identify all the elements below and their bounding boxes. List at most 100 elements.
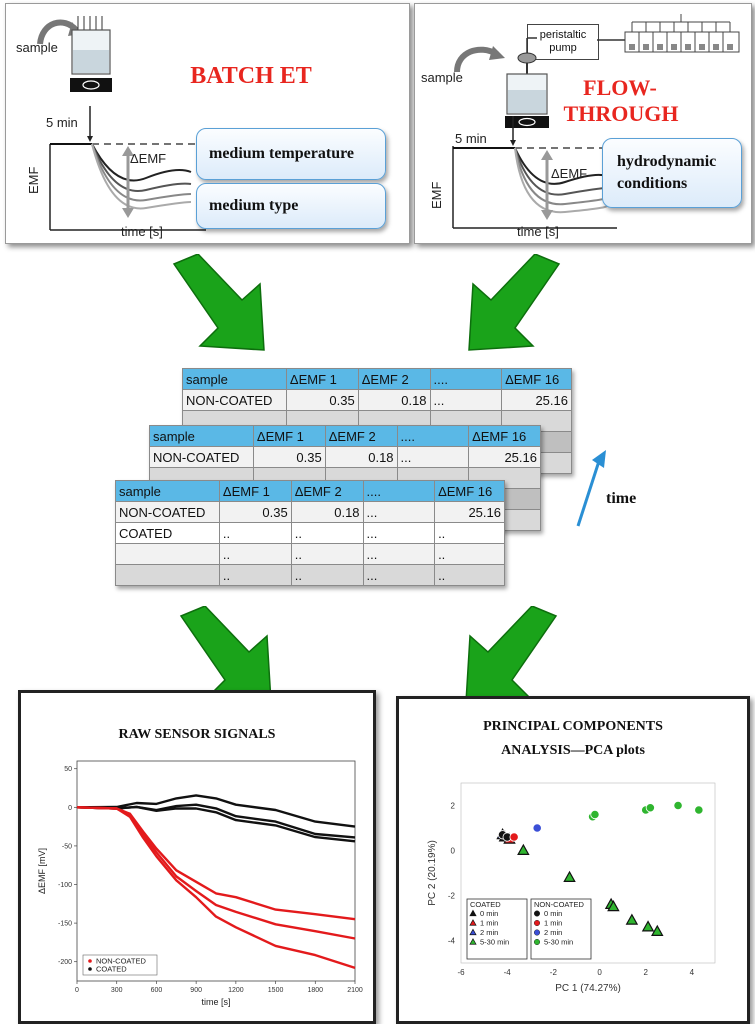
pca-point-coated <box>607 900 620 912</box>
legend-label: 1 min <box>480 919 498 928</box>
x-tick-label: 1200 <box>228 987 244 994</box>
x-tick-label: 4 <box>690 968 695 977</box>
x-tick-label: 1800 <box>307 987 323 994</box>
arrow-table-to-pca-icon <box>465 606 558 703</box>
signal-line-coated <box>76 805 356 843</box>
table-cell: 25.16 <box>434 501 505 523</box>
table-cell: ... <box>362 501 436 523</box>
pca-point-noncoated <box>645 803 655 813</box>
x-tick-label: -2 <box>550 968 558 977</box>
table-cell: .. <box>290 522 364 544</box>
factor-medium-temperature: medium temperature <box>196 128 386 180</box>
legend-label: NON-COATED <box>96 957 146 966</box>
table-header-emf16: ΔEMF 16 <box>468 425 541 447</box>
table-cell: .. <box>434 564 505 586</box>
y-tick-label: 0 <box>68 805 72 812</box>
y-tick-label: -100 <box>58 882 72 889</box>
legend-marker <box>533 910 541 917</box>
y-tick-label: -200 <box>58 959 72 966</box>
legend-label: 5-30 min <box>544 938 573 947</box>
table-cell: .. <box>218 564 292 586</box>
table-cell: 0.35 <box>285 389 359 411</box>
signal-line-non-coated <box>76 806 356 940</box>
plot-frame <box>76 760 356 982</box>
legend-label: 5-30 min <box>480 938 509 947</box>
table-cell: .. <box>218 522 292 544</box>
y-tick-label: -50 <box>62 843 72 850</box>
pca-point-noncoated <box>509 832 519 842</box>
table-cell: 0.18 <box>290 501 364 523</box>
table-cell: .. <box>434 543 505 565</box>
flow-title-line2: THROUGH <box>563 101 679 126</box>
legend-box-non-coated <box>530 898 592 960</box>
legend-title: NON-COATED <box>534 900 584 909</box>
legend-label: 0 min <box>480 909 498 918</box>
pca-title-line2: ANALYSIS—PCA plots <box>501 743 645 758</box>
legend-marker <box>533 929 541 936</box>
table-header-emf16: ΔEMF 16 <box>501 368 572 390</box>
table-header-emf1: ΔEMF 1 <box>252 425 326 447</box>
time-label: time <box>606 490 637 507</box>
legend-box <box>82 954 158 976</box>
flow-sample-label: sample <box>421 70 463 85</box>
batch-time-marker: 5 min <box>46 115 78 130</box>
table-header-sample: sample <box>149 425 254 447</box>
arrow-table-to-signals-icon <box>179 606 272 703</box>
arrow-flow-to-table-icon <box>468 254 561 351</box>
pump-label: peristaltic pump <box>539 29 587 54</box>
table-header-emf2: ΔEMF 2 <box>290 480 364 502</box>
pca-point-noncoated <box>532 823 542 833</box>
legend-title: COATED <box>470 900 501 909</box>
table-header-dots: .... <box>396 425 470 447</box>
legend-label: 2 min <box>544 928 562 937</box>
x-tick-label: -6 <box>457 968 465 977</box>
table-header-emf1: ΔEMF 1 <box>285 368 359 390</box>
batch-et-title: BATCH ET <box>190 63 312 89</box>
x-tick-label: 1500 <box>268 987 284 994</box>
table-header-emf1: ΔEMF 1 <box>218 480 292 502</box>
flow-emf-plot <box>452 116 627 229</box>
x-axis-label: time [s] <box>201 997 230 1007</box>
x-tick-label: 600 <box>151 987 163 994</box>
flow-x-label: time [s] <box>517 224 559 239</box>
flow-time-marker: 5 min <box>455 131 487 146</box>
pca-title-line1: PRINCIPAL COMPONENTS <box>483 719 663 734</box>
table-header-sample: sample <box>182 368 287 390</box>
table-cell: NON-COATED <box>115 501 220 523</box>
flow-delta-label: ΔEMF <box>551 166 588 181</box>
time-arrow-icon <box>576 450 606 527</box>
table-cell: .. <box>290 543 364 565</box>
pca-point-coated <box>641 920 655 932</box>
legend-marker <box>469 928 477 936</box>
table-cell: ... <box>362 564 436 586</box>
legend-marker <box>469 909 477 917</box>
factor-medium-type: medium type <box>196 183 386 229</box>
x-axis-label: PC 1 (74.27%) <box>555 983 621 994</box>
pca-point-noncoated <box>590 809 600 820</box>
table-cell: 0.18 <box>357 389 431 411</box>
x-tick-label: 2 <box>644 968 649 977</box>
table-cell: .. <box>290 564 364 586</box>
signal-line-non-coated <box>76 806 356 970</box>
peristaltic-pump-box: peristaltic pump <box>527 24 599 60</box>
table-header-emf2: ΔEMF 2 <box>324 425 398 447</box>
legend-marker <box>533 919 541 927</box>
legend-label: 0 min <box>544 909 562 918</box>
y-tick-label: 50 <box>64 766 72 773</box>
legend-label: 2 min <box>480 928 498 937</box>
pca-point-coated <box>625 913 639 925</box>
x-tick-label: -4 <box>504 968 512 977</box>
table-cell: ... <box>362 543 436 565</box>
y-tick-label: 0 <box>451 847 456 856</box>
hydrodynamic-label: hydrodynamic conditions <box>617 153 717 192</box>
table-cell: 0.35 <box>252 446 326 468</box>
y-tick-label: 2 <box>451 802 456 811</box>
pca-point-coated <box>517 843 530 855</box>
flow-apparatus-icon <box>454 14 740 128</box>
batch-beaker-icon <box>37 16 112 92</box>
y-tick-label: -150 <box>58 921 72 928</box>
legend-marker <box>88 959 92 963</box>
table-cell: NON-COATED <box>149 446 254 468</box>
